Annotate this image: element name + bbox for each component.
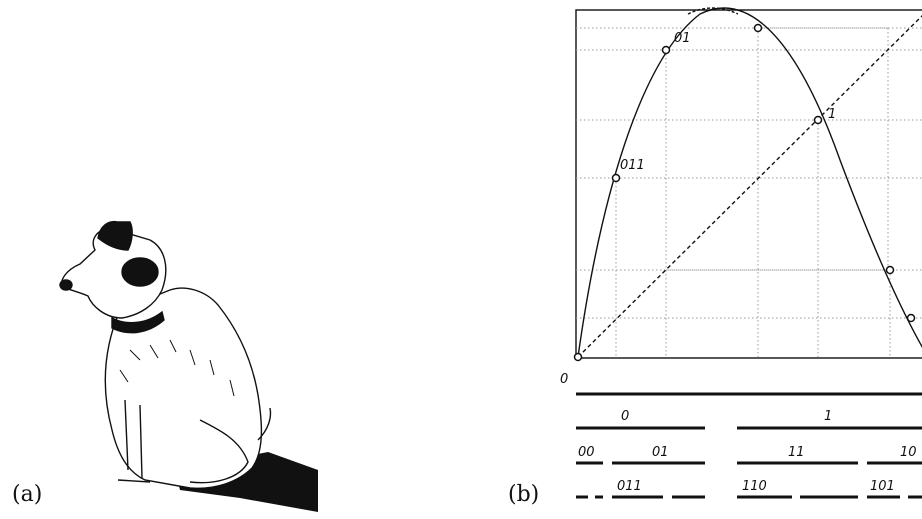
point-right-a bbox=[887, 267, 894, 274]
bar-label-11: 11 bbox=[788, 445, 805, 460]
point-0 bbox=[575, 354, 582, 361]
point-right-b bbox=[908, 315, 915, 322]
bar-label-0: 0 bbox=[621, 409, 629, 424]
bar-label-110: 110 bbox=[742, 479, 767, 494]
label-point-0: 0 bbox=[560, 372, 568, 387]
point-011 bbox=[613, 175, 620, 182]
point-1 bbox=[815, 117, 822, 124]
panel-label-b: (b) bbox=[508, 482, 539, 507]
bar-label-011: 011 bbox=[617, 479, 642, 494]
bar-label-00: 00 bbox=[578, 445, 595, 460]
diagonal-line bbox=[578, 10, 922, 357]
label-point-011: 011 bbox=[620, 158, 645, 173]
label-point-1: 1 bbox=[828, 107, 836, 122]
map-curve bbox=[578, 8, 922, 357]
panel-label-a: (a) bbox=[12, 482, 42, 507]
label-point-01: 01 bbox=[674, 31, 691, 46]
point-01 bbox=[663, 47, 670, 54]
bar-label-101: 101 bbox=[870, 479, 895, 494]
bar-label-01: 01 bbox=[652, 445, 669, 460]
bar-label-1: 1 bbox=[824, 409, 832, 424]
bar-label-10: 10 bbox=[900, 445, 917, 460]
orbit-guide-lines bbox=[576, 28, 922, 358]
plot-frame bbox=[576, 10, 922, 358]
point-top bbox=[755, 25, 762, 32]
